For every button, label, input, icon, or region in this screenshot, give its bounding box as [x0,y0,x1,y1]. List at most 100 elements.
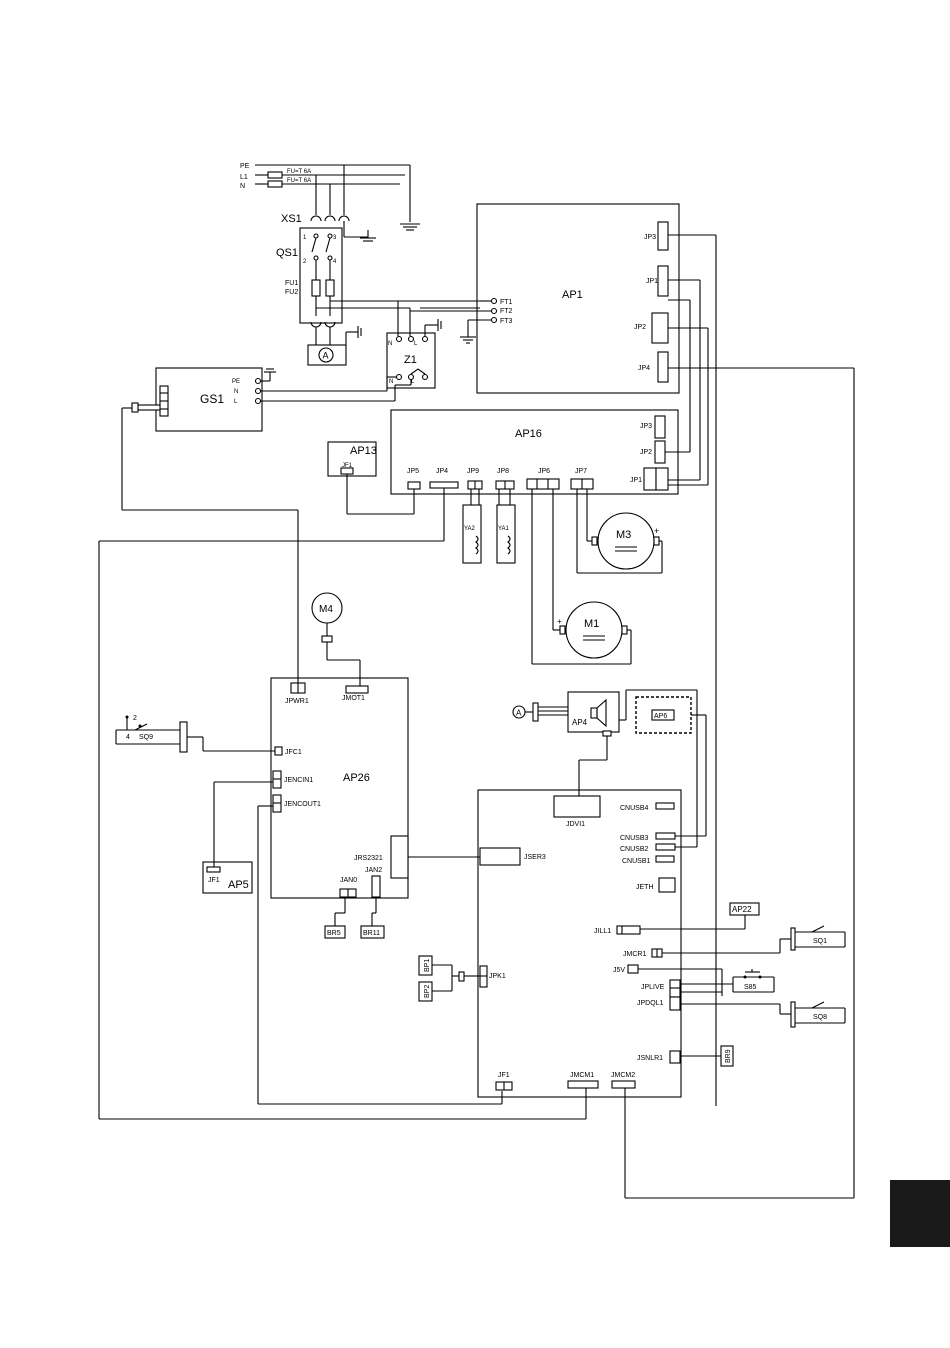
ap4-box [567,691,620,733]
br11-box [360,925,385,939]
ap13-board: AP13 JF1 [327,441,415,515]
svg-text:JP5: JP5 [407,468,419,475]
ap5-board: JF1 AP5 [202,781,273,894]
svg-text:M4: M4 [319,604,333,615]
svg-text:JRS2321: JRS2321 [354,855,383,862]
solenoid-valves: YA2 YA1 [462,489,516,564]
ap1-board: AP1 FT1 FT2 FT3 JP3 JP1 JP2 JP4 [410,203,680,394]
z1-filter: Z1 N L N L [386,301,442,389]
gs1-box [155,367,263,432]
svg-text:JSER3: JSER3 [524,854,546,861]
m3-motor-icon [597,512,655,570]
ya1-box [496,504,516,564]
m1-motor-icon [565,601,623,659]
svg-text:L: L [414,341,418,347]
svg-text:YA1: YA1 [498,526,510,532]
svg-text:FU2: FU2 [285,289,298,296]
ap16-jp1-connector-a [643,467,657,491]
svg-text:YA2: YA2 [464,526,476,532]
power-input-section: PE L1 N FU=T 6A FU=T 6A XS1 QS1 1 3 2 4 [240,163,480,366]
page-edge-tab [890,1180,950,1247]
svg-text:JP1: JP1 [630,477,642,484]
fuse-n [267,180,283,188]
sq1-switch: SQ1 [662,925,846,954]
ya2-box [462,504,482,564]
ap16-board: AP16 JP3 JP2 JP1 JP5 JP4 JP9 JP8 JP6 JP7 [390,409,679,495]
fuse-fu2 [325,279,335,297]
svg-text:JAN0: JAN0 [340,877,357,884]
br5-br11: BR5 BR11 [324,897,385,939]
jmcm2-connector [611,1080,636,1089]
svg-text:1: 1 [303,235,307,241]
ap5-box [202,861,253,894]
cnusb4-connector [655,802,675,810]
ap26-jan2-connector [371,875,381,898]
svg-text:JP6: JP6 [538,468,550,475]
ap1-box [476,203,680,394]
j5v-connector [627,964,639,974]
ap1-jp4-connector [657,351,669,383]
ap16-jp2-connector [654,440,666,464]
svg-text:+: + [557,617,562,626]
ap16-jp5-connector [407,481,421,490]
ap16-jp6-connector [526,478,560,490]
svg-text:4: 4 [126,734,130,741]
svg-text:JP9: JP9 [467,468,479,475]
svg-text:N: N [389,379,393,385]
svg-text:AP26: AP26 [343,772,370,784]
svg-text:JPK1: JPK1 [489,973,506,980]
m4-motor: M4 [311,592,361,686]
svg-text:BP1: BP1 [424,959,431,972]
svg-text:3: 3 [333,235,337,241]
svg-text:AP16: AP16 [515,428,542,440]
svg-text:JMOT1: JMOT1 [342,695,365,702]
ap22: AP22 [640,902,760,930]
svg-text:4: 4 [333,259,337,265]
svg-text:A: A [323,351,329,361]
svg-text:Z1: Z1 [404,354,417,366]
sq8-actuator [790,1001,796,1028]
ap4-speaker: A AP4 [512,691,620,796]
fuse-fu1 [311,279,321,297]
bp1-bp2: BP1 BP2 [418,955,480,1002]
svg-text:JPLIVE: JPLIVE [641,984,665,991]
ap1-jp3-connector [657,221,669,251]
ap16-jp3-connector [654,415,666,439]
svg-text:JPWR1: JPWR1 [285,698,309,705]
svg-text:SQ1: SQ1 [813,938,827,945]
svg-text:N: N [388,341,392,347]
ap1-ap16-wires [624,234,855,1199]
svg-text:JENCOUT1: JENCOUT1 [284,801,321,808]
svg-text:CNUSB2: CNUSB2 [620,846,649,853]
svg-text:JMCM2: JMCM2 [611,1072,635,1079]
qs1-label: QS1 [276,247,298,259]
svg-text:M3: M3 [616,529,631,541]
svg-text:AP6: AP6 [654,713,667,720]
svg-text:BR5: BR5 [327,930,341,937]
sq9-actuator [179,721,188,753]
svg-text:JP8: JP8 [497,468,509,475]
ap16-jp4-connector [429,481,459,489]
svg-text:AP1: AP1 [562,289,583,301]
fuse-l1 [267,171,283,179]
svg-text:FT2: FT2 [500,308,513,315]
svg-text:JETH: JETH [636,884,654,891]
fuse-rating-1: FU=T 6A [287,169,311,175]
svg-text:JSNLR1: JSNLR1 [637,1055,663,1062]
cnusb2-connector [655,843,676,851]
jill1-connector [616,925,641,935]
svg-text:M1: M1 [584,618,599,630]
svg-text:CNUSB3: CNUSB3 [620,835,649,842]
svg-text:JF1: JF1 [342,463,353,469]
svg-text:L: L [234,399,238,405]
gs1-power-supply: GS1 PE N L [121,367,412,683]
ap6-board: AP6 [635,696,707,837]
svg-text:JP2: JP2 [640,449,652,456]
br9: BR9 [680,1045,734,1067]
svg-text:+: + [654,526,659,536]
svg-text:BR9: BR9 [725,1049,732,1063]
jser3-connector [479,847,521,866]
svg-text:2: 2 [303,259,307,265]
svg-text:BP2: BP2 [424,985,431,998]
